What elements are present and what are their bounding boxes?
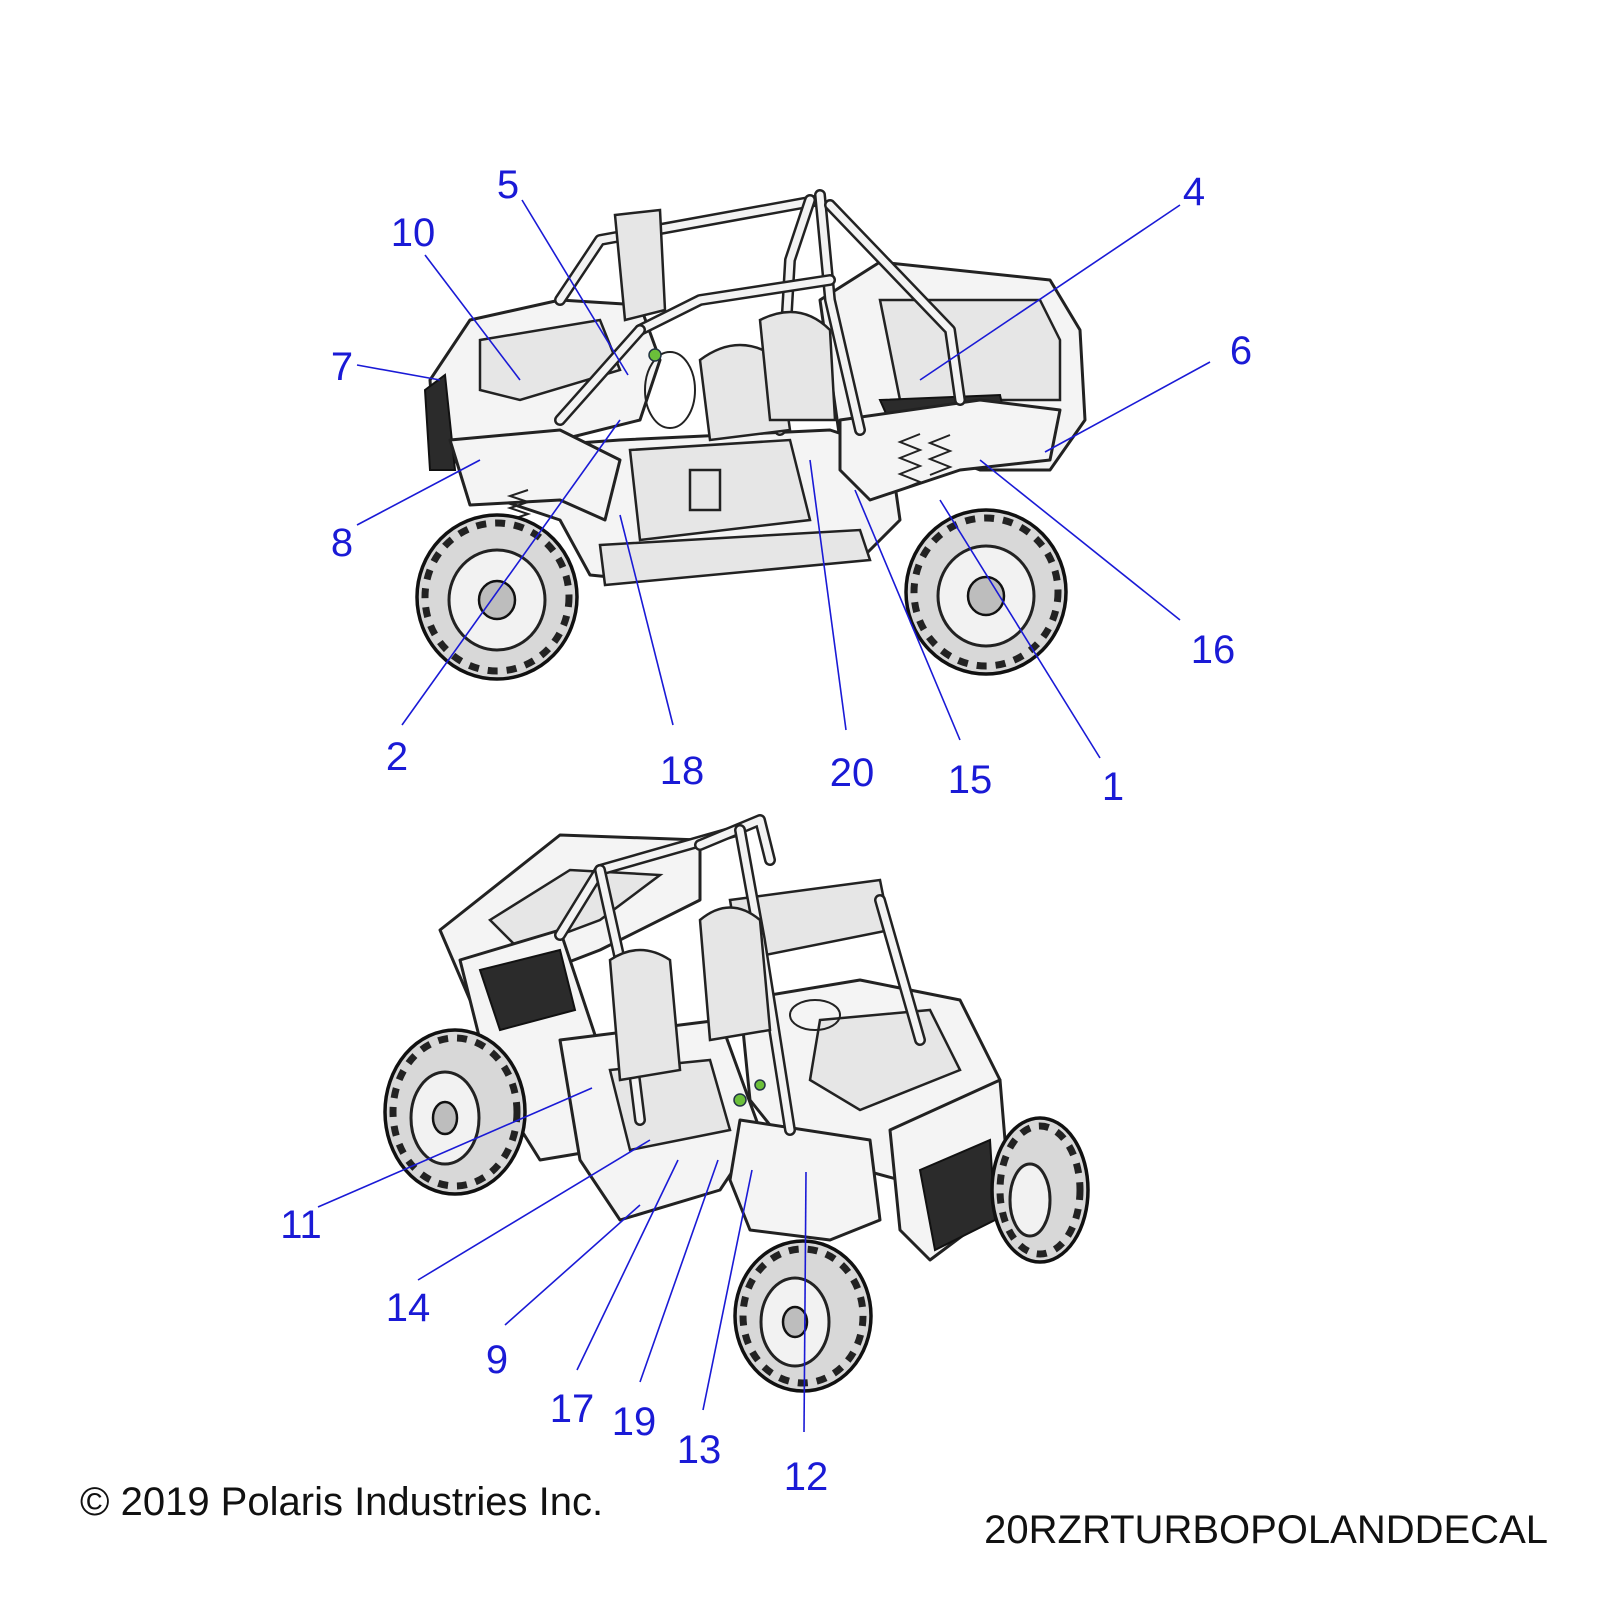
callout-18: 18 xyxy=(660,749,705,793)
callout-20: 20 xyxy=(830,751,875,795)
callout-8: 8 xyxy=(331,521,353,565)
callout-11: 11 xyxy=(280,1203,322,1247)
callouts: 5 10 4 7 6 8 16 2 18 20 15 1 11 14 9 17 … xyxy=(280,163,1252,1499)
callout-5: 5 xyxy=(497,163,519,207)
vehicle-side-view xyxy=(415,189,1087,681)
copyright-notice: © 2019 Polaris Industries Inc. xyxy=(80,1480,604,1524)
callout-12: 12 xyxy=(784,1455,829,1499)
drawing-code: 20RZRTURBOPOLANDDECAL xyxy=(984,1508,1548,1552)
vehicle-three-quarter-view xyxy=(383,814,1090,1393)
callout-13: 13 xyxy=(677,1428,722,1472)
callout-17: 17 xyxy=(550,1387,595,1431)
callout-9: 9 xyxy=(486,1338,508,1382)
callout-1: 1 xyxy=(1102,765,1124,809)
callout-10: 10 xyxy=(391,211,436,255)
callout-2: 2 xyxy=(386,735,408,779)
callout-14: 14 xyxy=(386,1286,431,1330)
callout-7: 7 xyxy=(331,345,353,389)
callout-15: 15 xyxy=(948,758,993,802)
callout-16: 16 xyxy=(1191,628,1236,672)
callout-19: 19 xyxy=(612,1400,657,1444)
leader-lines xyxy=(317,199,1211,1433)
callout-6: 6 xyxy=(1230,329,1252,373)
callout-4: 4 xyxy=(1183,170,1205,214)
